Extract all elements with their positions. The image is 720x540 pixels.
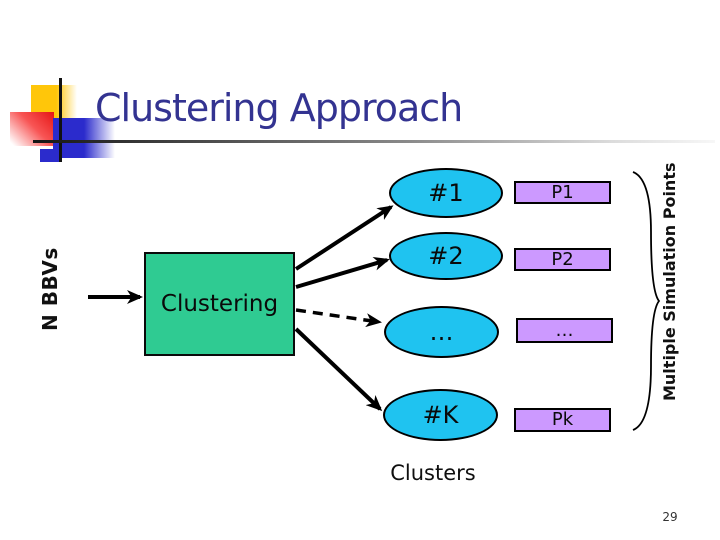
cluster-ellipse-2: #2 bbox=[389, 232, 503, 280]
arrow-clustering-to-k bbox=[294, 327, 383, 412]
cluster-label-1: #1 bbox=[428, 179, 464, 207]
clustering-process-label: Clustering bbox=[160, 291, 279, 317]
brace-label: Multiple Simulation Points bbox=[660, 162, 679, 402]
right-curly-brace bbox=[632, 171, 661, 431]
sim-point-rect-2: P2 bbox=[514, 248, 611, 271]
cluster-label-k: #K bbox=[422, 401, 459, 429]
arrow-clustering-to-dots bbox=[295, 308, 382, 328]
sim-point-rect-1: P1 bbox=[514, 181, 611, 204]
accent-vertical-line bbox=[59, 78, 62, 162]
input-label: N BBVs bbox=[38, 247, 62, 331]
sim-point-rect-k: Pk bbox=[514, 408, 611, 432]
clustering-process-box: Clustering bbox=[144, 252, 295, 356]
sim-point-label-k: Pk bbox=[551, 409, 574, 430]
sim-point-label-dots: … bbox=[555, 319, 574, 341]
clusters-caption: Clusters bbox=[390, 461, 476, 485]
accent-square-blue-small bbox=[40, 149, 62, 162]
arrow-clustering-to-2 bbox=[295, 256, 390, 289]
cluster-label-dots: … bbox=[429, 318, 454, 346]
slide-title: Clustering Approach bbox=[95, 86, 463, 130]
cluster-ellipse-1: #1 bbox=[389, 168, 503, 218]
sim-point-label-1: P1 bbox=[551, 181, 574, 203]
accent-square-blue bbox=[53, 118, 115, 158]
sim-point-rect-dots: … bbox=[516, 318, 613, 343]
sim-point-label-2: P2 bbox=[551, 248, 574, 270]
page-number: 29 bbox=[662, 510, 678, 524]
arrow-clustering-to-1 bbox=[294, 205, 394, 271]
title-underline-rule bbox=[33, 140, 715, 143]
cluster-ellipse-k: #K bbox=[383, 389, 498, 441]
cluster-ellipse-dots: … bbox=[384, 306, 499, 358]
cluster-label-2: #2 bbox=[428, 242, 464, 270]
